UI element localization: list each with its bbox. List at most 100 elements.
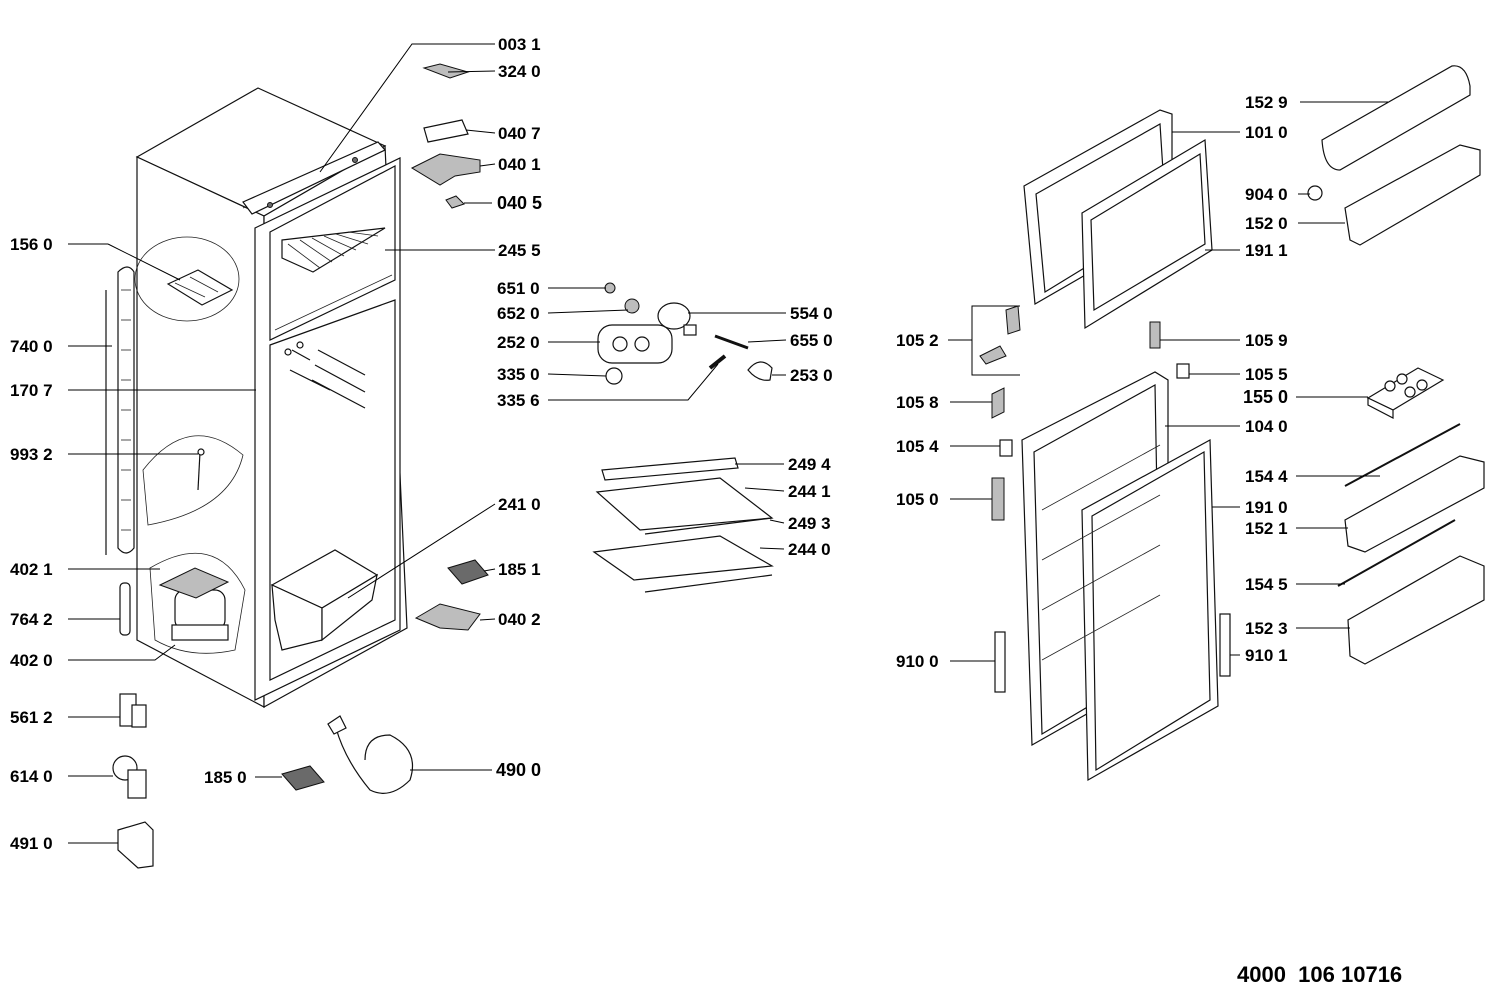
filter-drier — [119, 582, 131, 636]
shelf-rails — [284, 341, 366, 409]
label-652-0: 652 0 — [497, 304, 540, 323]
bin-152-3 — [1347, 555, 1485, 665]
label-491-0: 491 0 — [10, 834, 53, 853]
label-170-7: 170 7 — [10, 381, 53, 400]
lamp-housing — [597, 324, 673, 364]
label-152-9: 152 9 — [1245, 93, 1288, 112]
label-101-0: 101 0 — [1245, 123, 1288, 142]
label-154-5: 154 5 — [1245, 575, 1288, 594]
crisper-drawer — [270, 549, 379, 651]
label-253-0: 253 0 — [790, 366, 833, 385]
label-249-3: 249 3 — [788, 514, 831, 533]
handle-910-0 — [994, 631, 1006, 693]
label-244-1: 244 1 — [788, 482, 831, 501]
condenser-coil — [105, 266, 135, 555]
label-105-9: 105 9 — [1245, 331, 1288, 350]
label-910-1: 910 1 — [1245, 646, 1288, 665]
label-324-0: 324 0 — [498, 62, 541, 81]
label-152-3: 152 3 — [1245, 619, 1288, 638]
label-335-6: 335 6 — [497, 391, 540, 410]
label-402-1: 402 1 — [10, 560, 53, 579]
ice-tray-detail — [134, 236, 240, 322]
sensor-detail — [142, 435, 244, 526]
bracket-105-5 — [1176, 363, 1190, 379]
freezer-door — [1023, 109, 1213, 330]
label-105-2: 105 2 — [896, 331, 939, 350]
label-241-0: 241 0 — [498, 495, 541, 514]
fridge-door — [1021, 371, 1219, 782]
label-156-0: 156 0 — [10, 235, 53, 254]
lamp-holder-655 — [714, 334, 749, 350]
label-152-0: 152 0 — [1245, 214, 1288, 233]
label-335-0: 335 0 — [497, 365, 540, 384]
knob — [605, 367, 623, 385]
label-554-0: 554 0 — [790, 304, 833, 323]
bracket-group-105-2 — [971, 305, 1021, 376]
label-245-5: 245 5 — [498, 241, 541, 260]
label-105-8: 105 8 — [896, 393, 939, 412]
label-040-7: 040 7 — [498, 124, 541, 143]
bracket-185-0 — [281, 765, 325, 791]
label-104-0: 104 0 — [1245, 417, 1288, 436]
knob-904 — [1307, 185, 1323, 201]
label-040-2: 040 2 — [498, 610, 541, 629]
label-154-4: 154 4 — [1245, 467, 1288, 486]
compressor — [149, 552, 246, 654]
egg-tray — [1366, 367, 1445, 419]
dairy-cover — [1321, 65, 1471, 171]
bottom-hinge — [414, 603, 481, 631]
label-105-5: 105 5 — [1245, 365, 1288, 384]
glass-shelf-upper — [595, 457, 774, 535]
bin-152-0 — [1344, 144, 1481, 246]
label-651-0: 651 0 — [497, 279, 540, 298]
terminal-cover — [117, 821, 154, 869]
label-249-4: 249 4 — [788, 455, 831, 474]
power-cord — [327, 715, 414, 794]
bin-152-1 — [1344, 455, 1485, 553]
label-764-2: 764 2 — [10, 610, 53, 629]
hinge-cover — [422, 63, 470, 79]
bracket-185-1 — [447, 559, 489, 585]
bracket-105-0 — [991, 477, 1005, 521]
top-hinge — [410, 153, 481, 186]
bracket-105-4 — [999, 439, 1013, 457]
hinge-pin — [445, 195, 465, 209]
spring — [708, 354, 727, 370]
label-191-1: 191 1 — [1245, 241, 1288, 260]
label-655-0: 655 0 — [790, 331, 833, 350]
thermostat-small — [604, 282, 640, 314]
handle-910-1 — [1219, 613, 1231, 677]
lamp-ring — [657, 302, 697, 336]
label-614-0: 614 0 — [10, 767, 53, 786]
bar-154-5 — [1337, 519, 1456, 587]
label-040-1: 040 1 — [498, 155, 541, 174]
label-561-2: 561 2 — [10, 708, 53, 727]
label-910-0: 910 0 — [896, 652, 939, 671]
relay — [119, 693, 147, 728]
lamp-cover — [747, 361, 773, 381]
label-003-1: 003 1 — [498, 35, 541, 54]
label-152-1: 152 1 — [1245, 519, 1288, 538]
label-490-0: 490 0 — [496, 760, 541, 780]
part-labels: 003 1 324 0 040 7 040 1 040 5 245 5 156 … — [10, 35, 1288, 853]
label-105-0: 105 0 — [896, 490, 939, 509]
leader-lines — [68, 43, 1388, 844]
label-904-0: 904 0 — [1245, 185, 1288, 204]
label-105-4: 105 4 — [896, 437, 939, 456]
document-number: 4000 106 10716 — [1237, 962, 1403, 987]
label-252-0: 252 0 — [497, 333, 540, 352]
cover-plate — [423, 119, 469, 143]
label-993-2: 993 2 — [10, 445, 53, 464]
bracket-105-8 — [991, 387, 1005, 419]
label-155-0: 155 0 — [1243, 387, 1288, 407]
freezer-wire-shelf — [281, 227, 386, 273]
label-185-0: 185 0 — [204, 768, 247, 787]
label-740-0: 740 0 — [10, 337, 53, 356]
label-402-0: 402 0 — [10, 651, 53, 670]
label-040-5: 040 5 — [497, 193, 542, 213]
label-191-0: 191 0 — [1245, 498, 1288, 517]
label-244-0: 244 0 — [788, 540, 831, 559]
bracket-105-9 — [1149, 321, 1161, 349]
overload-protector — [112, 755, 147, 799]
